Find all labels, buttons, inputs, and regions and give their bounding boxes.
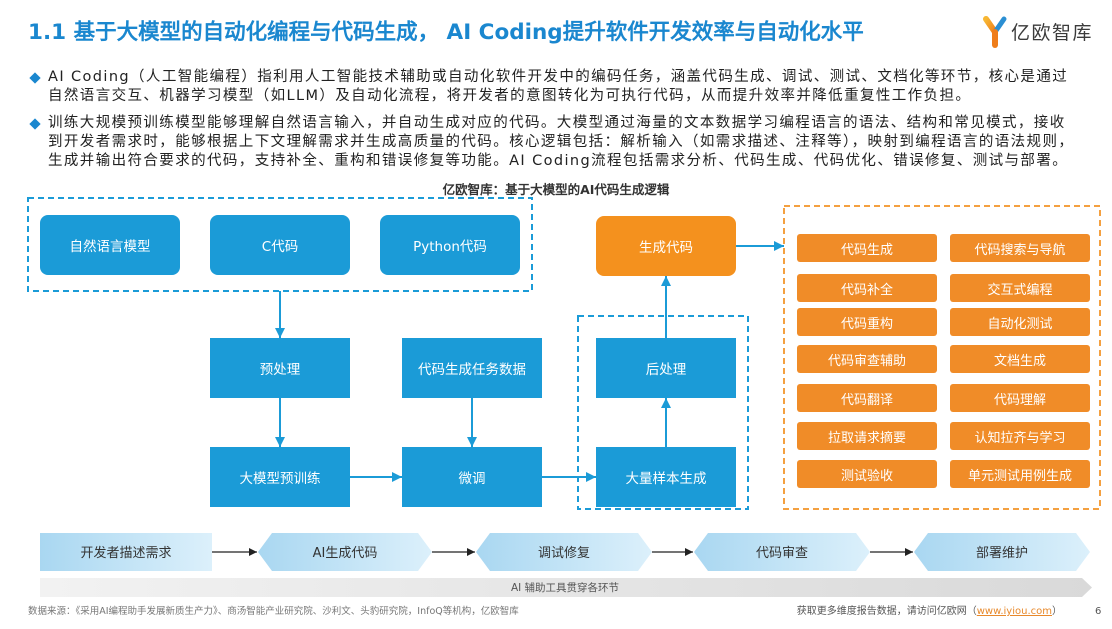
capability-tag: 代码补全 — [797, 274, 937, 302]
tag-label: 单元测试用例生成 — [967, 468, 1072, 484]
capability-tag: 代码翻译 — [797, 384, 937, 412]
box-label: 大量样本生成 — [625, 471, 707, 487]
bullet-paragraph: 训练大规模预训练模型能够理解自然语言输入，并自动生成对应的代码。大模型通过海量的… — [48, 114, 1074, 171]
capability-tag: 代码搜索与导航 — [950, 234, 1090, 262]
yiou-logo-icon — [983, 16, 1007, 48]
flow-step-shape — [476, 533, 652, 571]
flow-step-label: 部署维护 — [976, 546, 1028, 561]
box-label: 后处理 — [645, 362, 687, 378]
support-bar — [40, 578, 1092, 597]
finetune-box: 微调 — [402, 447, 542, 507]
bullet-line: AI Coding（人工智能编程）指利用人工智能技术辅助或自动化软件开发中的编码… — [48, 69, 1069, 85]
capability-tag: 代码理解 — [950, 384, 1090, 412]
capability-tag: 代码重构 — [797, 308, 937, 336]
page-number: 6 — [1095, 606, 1102, 617]
input-box: C代码 — [210, 215, 350, 275]
flow-step-shape — [694, 533, 870, 571]
flow-step-label: 开发者描述需求 — [80, 545, 171, 561]
sample-generation-box: 大量样本生成 — [596, 447, 736, 507]
capability-tag: 单元测试用例生成 — [950, 460, 1090, 488]
box-label: 自然语言模型 — [69, 239, 151, 255]
support-bar-label: AI 辅助工具贯穿各环节 — [511, 581, 619, 594]
pretrain-box: 大模型预训练 — [210, 447, 350, 507]
flow-step-shape — [40, 533, 212, 571]
tag-label: 代码理解 — [993, 392, 1046, 408]
capability-tag: 自动化测试 — [950, 308, 1090, 336]
bullet-line: 自然语言交互、机器学习模型（如LLM）及自动化流程，将开发者的意图转化为可执行代… — [48, 88, 972, 104]
capability-tag: 代码审查辅助 — [797, 345, 937, 373]
tag-label: 文档生成 — [993, 353, 1046, 369]
cta-text: 获取更多维度报告数据，请访问亿欧网（ — [796, 606, 977, 617]
tag-label: 代码审查辅助 — [827, 353, 906, 369]
box-label: 大模型预训练 — [239, 471, 321, 487]
capability-tag: 文档生成 — [950, 345, 1090, 373]
flow-step-shape — [914, 533, 1090, 571]
bullet-line: 到开发者需求时，能够根据上下文理解需求并生成高质量的代码。核心逻辑包括：解析输入… — [48, 134, 1075, 150]
box-label: C代码 — [261, 239, 299, 255]
diagram-title: 亿欧智库：基于大模型的AI代码生成逻辑 — [442, 182, 670, 197]
website-link[interactable]: www.iyiou.com — [976, 606, 1052, 617]
postprocess-group-frame — [577, 315, 749, 510]
tag-label: 代码生成 — [840, 242, 893, 258]
capability-tag: 代码生成 — [797, 234, 937, 262]
input-group-frame — [27, 197, 533, 292]
preprocess-box: 预处理 — [210, 338, 350, 398]
input-box: 自然语言模型 — [40, 215, 180, 275]
capability-tag: 交互式编程 — [950, 274, 1090, 302]
logo-text: 亿欧智库 — [1011, 22, 1094, 44]
flow-step-label: AI生成代码 — [313, 546, 378, 561]
flow-step-label: 代码审查 — [756, 546, 808, 561]
bullet-paragraph: AI Coding（人工智能编程）指利用人工智能技术辅助或自动化软件开发中的编码… — [48, 68, 1068, 106]
tag-label: 自动化测试 — [987, 316, 1053, 332]
capability-tag: 认知拉齐与学习 — [950, 422, 1090, 450]
tag-label: 交互式编程 — [987, 282, 1053, 298]
capability-tag: 测试验收 — [797, 460, 937, 488]
tag-label: 代码补全 — [840, 282, 893, 298]
box-label: 生成代码 — [639, 240, 693, 256]
box-label: Python代码 — [413, 239, 487, 255]
tag-label: 拉取请求摘要 — [827, 430, 906, 446]
box-label: 代码生成任务数据 — [418, 362, 526, 378]
footer-cta: 获取更多维度报告数据，请访问亿欧网（www.iyiou.com） — [797, 605, 1062, 619]
bullet-line: 训练大规模预训练模型能够理解自然语言输入，并自动生成对应的代码。大模型通过海量的… — [48, 115, 1066, 131]
task-data-box: 代码生成任务数据 — [402, 338, 542, 398]
data-source-note: 数据来源：《采用AI编程助手发展新质生产力》、商汤智能产业研究院、沙利文、头豹研… — [28, 606, 519, 617]
tag-label: 代码翻译 — [840, 392, 893, 408]
capability-tag: 拉取请求摘要 — [797, 422, 937, 450]
tag-label: 代码搜索与导航 — [974, 242, 1066, 258]
tag-label: 测试验收 — [840, 468, 893, 484]
box-label: 微调 — [458, 471, 486, 487]
flow-step-label: 调试修复 — [538, 546, 590, 561]
box-label: 预处理 — [259, 362, 301, 378]
input-box: Python代码 — [380, 215, 520, 275]
generated-code-box: 生成代码 — [596, 216, 736, 276]
tag-label: 代码重构 — [840, 316, 893, 332]
tag-label: 认知拉齐与学习 — [974, 430, 1066, 446]
flow-step-shape — [258, 533, 432, 571]
cta-text: ） — [1052, 606, 1062, 617]
postprocess-box: 后处理 — [596, 338, 736, 398]
bullet-line: 生成并输出符合要求的代码，支持补全、重构和错误修复等功能。AI Coding流程… — [48, 153, 1069, 169]
page-title: 1.1 基于大模型的自动化编程与代码生成， AI Coding提升软件开发效率与… — [28, 20, 864, 45]
